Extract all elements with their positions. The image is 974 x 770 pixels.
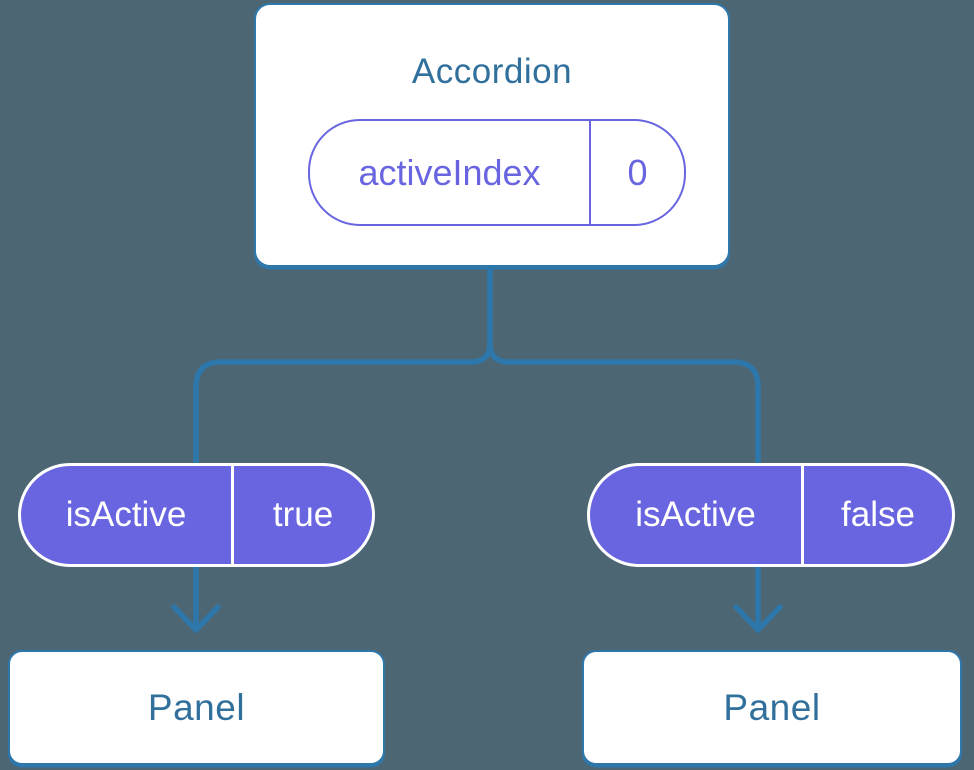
connector-branch-right (487, 263, 761, 629)
panel-card-right: Panel (582, 650, 962, 765)
state-pill: activeIndex 0 (308, 119, 686, 226)
connector-branch-left (193, 263, 493, 629)
accordion-component-card: Accordion activeIndex 0 (254, 3, 730, 267)
connector-group (171, 263, 783, 633)
panel-title: Panel (723, 686, 821, 728)
panel-title: Panel (147, 686, 246, 728)
arrow-down-icon-right (733, 604, 783, 633)
panel-card-left: Panel (8, 650, 385, 765)
prop-value: true (272, 495, 334, 534)
prop-name: isActive (21, 466, 234, 564)
state-value: 0 (627, 151, 648, 193)
component-title: Accordion (411, 52, 573, 91)
arrow-down-icon-left (171, 604, 221, 633)
prop-pill-right: isActive false (587, 463, 955, 567)
prop-pill-left: isActive true (18, 463, 375, 567)
state-name: activeIndex (310, 121, 591, 224)
prop-value: false (841, 495, 915, 534)
prop-name: isActive (590, 466, 804, 564)
